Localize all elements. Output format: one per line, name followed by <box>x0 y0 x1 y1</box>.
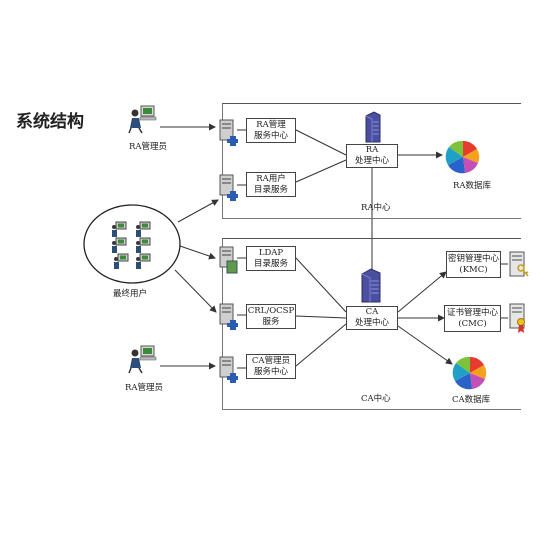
ca-database-icon <box>452 356 487 390</box>
end-users-group <box>83 204 181 284</box>
kmc-key-server-icon <box>509 251 529 277</box>
ra-region-label: RA中心 <box>361 203 391 213</box>
ra-mgmt-service-box: RA管理 服务中心 <box>246 118 296 143</box>
edge-ldap-caproc <box>295 257 347 313</box>
ldap-line1: LDAP <box>258 247 284 258</box>
kmc-line2: (KMC) <box>459 264 488 275</box>
edge-camgmt-caproc <box>295 323 347 367</box>
kmc-line1: 密钥管理中心 <box>447 253 499 264</box>
ra-proc-line1: RA <box>365 145 379 155</box>
ra-database-icon <box>445 140 480 174</box>
ra-processing-center-box: RA 处理中心 <box>346 144 398 168</box>
edge-users-crl <box>174 269 217 313</box>
edge-ramgmt-raproc <box>295 129 347 156</box>
ra-tower-icon <box>365 111 381 143</box>
edge-crl-caproc <box>295 315 347 319</box>
cmc-certificate-server-icon <box>509 303 525 333</box>
ra-admin-label: RA管理员 <box>129 142 168 152</box>
edge-users-rauser <box>177 199 219 223</box>
ra-region <box>222 103 521 219</box>
cmc-box: 证书管理中心 (CMC) <box>444 305 501 332</box>
ca-admin-label: RA管理员 <box>125 383 164 393</box>
kmc-box: 密钥管理中心 (KMC) <box>446 251 501 278</box>
ca-mgmt-line1: CA管理员 <box>251 355 291 366</box>
cmc-line2: (CMC) <box>458 318 487 329</box>
ca-database-label: CA数据库 <box>452 395 491 405</box>
end-users-icons <box>112 221 151 269</box>
ca-proc-line1: CA <box>365 307 379 317</box>
ldap-line2: 目录服务 <box>253 258 288 269</box>
ra-user-line2: 目录服务 <box>253 184 288 195</box>
end-users-label: 最终用户 <box>113 289 148 299</box>
ra-user-service-box: RA用户 目录服务 <box>246 172 296 197</box>
ra-mgmt-server-icon <box>219 119 238 146</box>
crl-server-icon <box>219 303 238 330</box>
ra-proc-line2: 处理中心 <box>354 156 389 166</box>
ldap-service-box: LDAP 目录服务 <box>246 246 296 271</box>
ra-admin-person-icon <box>128 105 157 134</box>
ca-region-label: CA中心 <box>361 394 391 404</box>
crl-ocsp-service-box: CRL/OCSP 服务 <box>246 304 296 329</box>
ca-mgmt-service-box: CA管理员 服务中心 <box>246 354 296 379</box>
ca-mgmt-line2: 服务中心 <box>253 366 288 377</box>
edge-caproc-kmc <box>397 271 447 313</box>
edge-rauser-raproc <box>295 159 347 183</box>
edge-users-ldap <box>179 245 216 260</box>
ca-proc-line2: 处理中心 <box>354 318 389 328</box>
ra-database-label: RA数据库 <box>453 181 492 191</box>
ra-user-server-icon <box>219 174 238 201</box>
ldap-server-icon <box>219 246 238 274</box>
ca-tower-icon <box>361 268 381 303</box>
page-title: 系统结构 <box>16 112 84 132</box>
ra-mgmt-line1: RA管理 <box>256 119 286 130</box>
cmc-line1: 证书管理中心 <box>446 307 498 318</box>
crl-line2: 服务 <box>262 316 280 327</box>
ra-user-line1: RA用户 <box>256 173 286 184</box>
ra-mgmt-line2: 服务中心 <box>253 130 288 141</box>
ca-admin-person-icon <box>128 345 157 374</box>
ca-mgmt-server-icon <box>219 356 238 383</box>
ca-processing-center-box: CA 处理中心 <box>346 306 398 330</box>
crl-line1: CRL/OCSP <box>247 305 295 316</box>
edge-caproc-cadb <box>397 325 453 365</box>
